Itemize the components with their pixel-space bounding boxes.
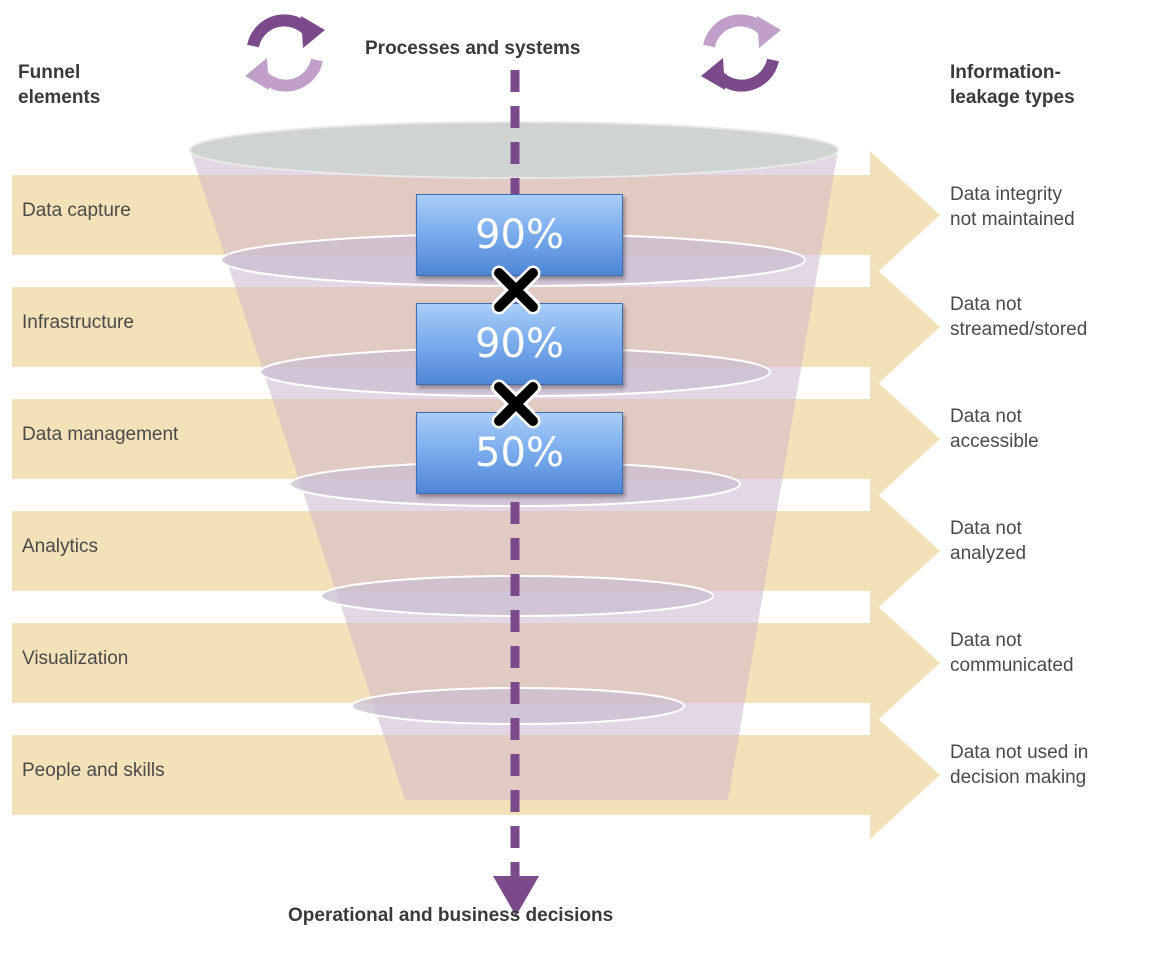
leakage-line: Data not	[950, 406, 1022, 427]
percent-box: 90%	[416, 303, 623, 385]
leakage-line: streamed/stored	[950, 319, 1088, 340]
leakage-label: Data not streamed/stored	[950, 292, 1087, 342]
leakage-line: Data not	[950, 630, 1022, 651]
leakage-line: accessible	[950, 431, 1039, 452]
leakage-label: Data not used in decision making	[950, 740, 1088, 790]
leakage-line: analyzed	[950, 543, 1027, 564]
percent-box: 90%	[416, 194, 623, 276]
stage-label-data-capture: Data capture	[22, 200, 131, 221]
header-line: leakage types	[950, 87, 1075, 108]
leakage-line: Data not used in	[950, 742, 1089, 763]
stage-label-data-management: Data management	[22, 424, 179, 445]
leakage-label: Data not accessible	[950, 404, 1039, 454]
leakage-line: Data not	[950, 518, 1022, 539]
leakage-label: Data not analyzed	[950, 516, 1026, 566]
leakage-label: Data not communicated	[950, 628, 1074, 678]
leakage-label: Data integrity not maintained	[950, 182, 1075, 232]
cycle-arrows-icon	[701, 14, 781, 92]
leakage-line: Data integrity	[950, 184, 1062, 205]
leakage-line: not maintained	[950, 209, 1075, 230]
header-line: elements	[18, 87, 101, 108]
decisions-title: Operational and business decisions	[288, 905, 614, 926]
leakage-line: Data not	[950, 294, 1022, 315]
cycle-arrows-icon	[245, 14, 325, 92]
stage-label-people-skills: People and skills	[22, 760, 165, 781]
leakage-line: communicated	[950, 655, 1074, 676]
funnel-elements-header: Funnel elements	[18, 60, 100, 110]
header-line: Information-	[950, 62, 1061, 83]
stage-label-infrastructure: Infrastructure	[22, 312, 134, 333]
arrow-down-icon	[493, 876, 539, 916]
header-line: Funnel	[18, 62, 81, 83]
stage-label-analytics: Analytics	[22, 536, 99, 557]
leakage-line: decision making	[950, 767, 1087, 788]
stage-label-visualization: Visualization	[22, 648, 129, 669]
processes-systems-title: Processes and systems	[365, 38, 581, 59]
leakage-types-header: Information- leakage types	[950, 60, 1075, 110]
percent-box: 50%	[416, 412, 623, 494]
